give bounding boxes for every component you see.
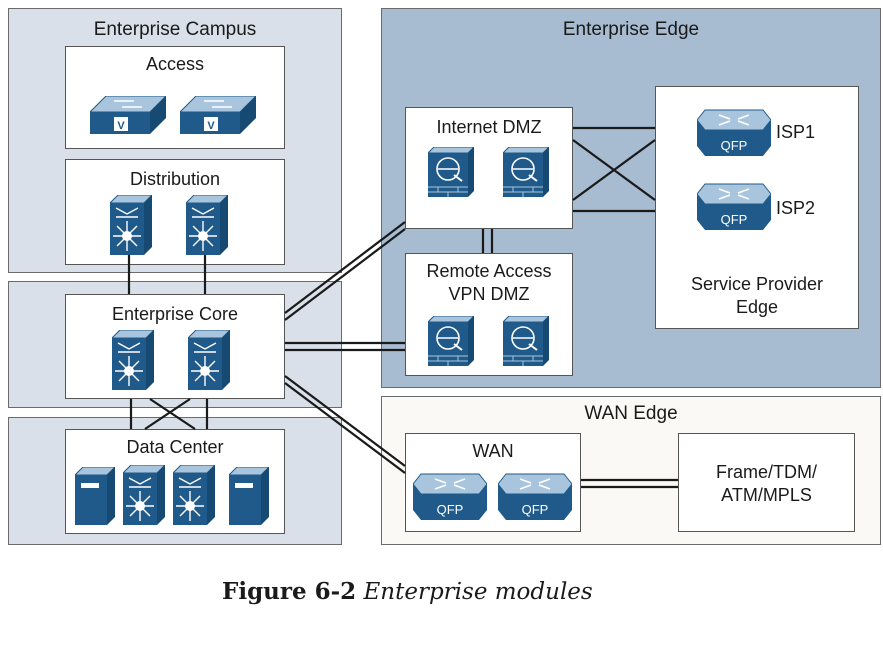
- access-switch-icon: V: [180, 96, 256, 134]
- qfp-router-icon: QFP: [413, 473, 487, 520]
- qfp-label: QFP: [522, 502, 549, 517]
- vpn-dmz-title-line1: Remote Access: [426, 261, 552, 281]
- multilayer-switch-icon: [188, 330, 230, 390]
- wan-edge-title: WAN Edge: [584, 403, 678, 424]
- firewall-icon: [428, 316, 474, 366]
- figure-caption: Figure 6-2 Enterprise modules: [222, 578, 593, 605]
- access-title: Access: [145, 54, 205, 74]
- distribution-box: Distribution: [65, 159, 285, 265]
- enterprise-campus-title: Enterprise Campus: [93, 19, 257, 40]
- isp2-label: ISP2: [776, 198, 816, 218]
- qfp-router-icon: QFP: [697, 183, 771, 230]
- qfp-label: QFP: [437, 502, 464, 517]
- vpn-dmz-title-line2: VPN DMZ: [448, 284, 530, 304]
- firewall-icon: [503, 316, 549, 366]
- frame-tdm-line2: ATM/MPLS: [721, 485, 812, 505]
- multilayer-switch-icon: [173, 465, 215, 525]
- frame-tdm-line1: Frame/TDM/: [716, 462, 817, 482]
- figure-title: Enterprise modules: [363, 579, 593, 605]
- qfp-router-icon: QFP: [697, 109, 771, 156]
- data-center-title: Data Center: [126, 437, 224, 457]
- server-icon: [229, 467, 269, 525]
- access-switch-v-label: V: [207, 120, 215, 132]
- firewall-icon: [503, 147, 549, 197]
- frame-tdm-title: Frame/TDM/ ATM/MPLS: [679, 461, 854, 507]
- enterprise-edge-title: Enterprise Edge: [562, 19, 700, 40]
- service-provider-edge-title: Service Provider Edge: [656, 273, 858, 319]
- enterprise-core-box: Enterprise Core: [65, 294, 285, 399]
- server-icon: [75, 467, 115, 525]
- vpn-dmz-title: Remote Access VPN DMZ: [406, 260, 572, 306]
- wan-title: WAN: [472, 441, 514, 461]
- qfp-label: QFP: [721, 212, 748, 227]
- access-switch-v-label: V: [117, 120, 125, 132]
- multilayer-switch-icon: [123, 465, 165, 525]
- figure-number: Figure 6-2: [222, 578, 357, 605]
- firewall-icon: [428, 147, 474, 197]
- sp-edge-title-line2: Edge: [735, 297, 779, 317]
- frame-tdm-box: Frame/TDM/ ATM/MPLS: [678, 433, 855, 532]
- enterprise-core-title: Enterprise Core: [111, 304, 239, 324]
- qfp-router-icon: QFP: [498, 473, 572, 520]
- distribution-title: Distribution: [129, 169, 221, 189]
- qfp-label: QFP: [721, 138, 748, 153]
- isp1-label: ISP1: [776, 122, 816, 142]
- internet-dmz-title: Internet DMZ: [436, 117, 542, 137]
- sp-edge-title-line1: Service Provider: [690, 274, 824, 294]
- multilayer-switch-icon: [110, 195, 152, 255]
- access-switch-icon: V: [90, 96, 166, 134]
- multilayer-switch-icon: [186, 195, 228, 255]
- multilayer-switch-icon: [112, 330, 154, 390]
